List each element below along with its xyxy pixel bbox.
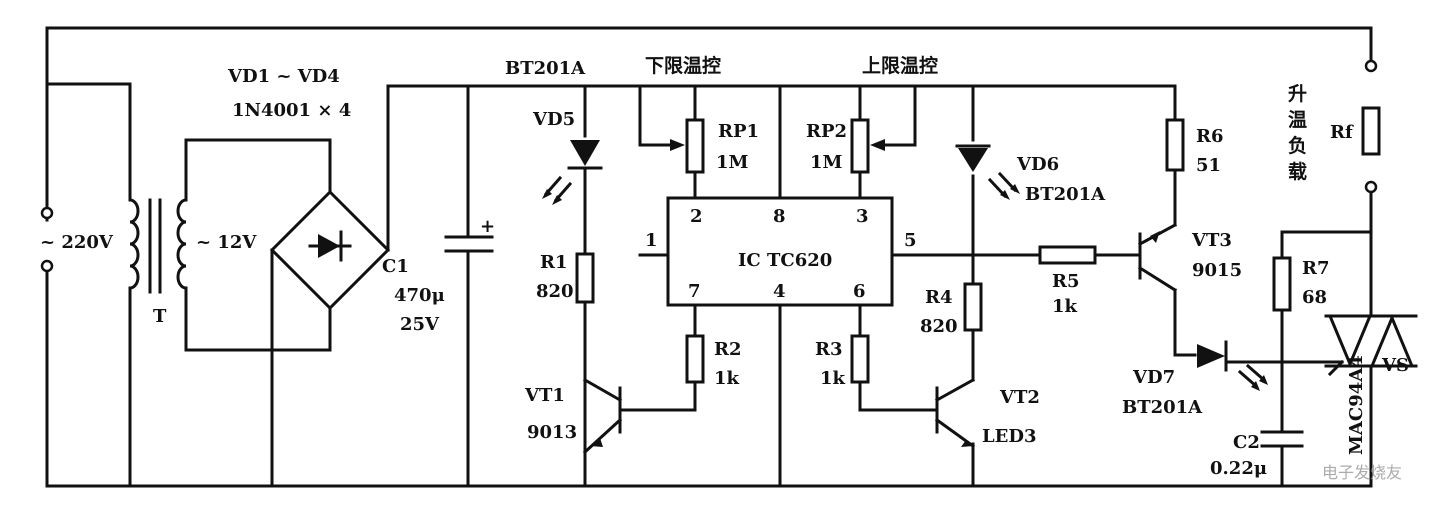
transistor-vt1	[582, 300, 623, 455]
r4-ref-label: R4	[925, 287, 952, 308]
rp2-ref-label: RP2	[806, 121, 847, 142]
r6-ref-label: R6	[1196, 126, 1223, 147]
vd6-ref-label: VD6	[1016, 154, 1059, 175]
vt1-ref-label: VT1	[524, 385, 565, 406]
terminals	[40, 59, 1378, 273]
transistor-vt2	[934, 377, 976, 449]
ac-input-label: ~ 220V	[40, 232, 114, 253]
r3-ref-label: R3	[815, 339, 842, 360]
pin3-label: 3	[856, 206, 869, 227]
vd5-part-label: BT201A	[505, 58, 586, 79]
c2-ref-label: C2	[1233, 432, 1260, 453]
rp1-value-label: 1M	[716, 152, 749, 173]
led-vd7	[1197, 340, 1268, 391]
c1-ref-label: C1	[382, 256, 409, 277]
load-label-char-1: 升	[1288, 83, 1307, 105]
led-vd6	[955, 144, 1020, 200]
upper-limit-label: 上限温控	[862, 54, 938, 77]
rf-label: Rf	[1330, 122, 1354, 143]
pin5-label: 5	[904, 230, 917, 251]
load-label-char-3: 负	[1288, 134, 1307, 157]
vd6-part-label: BT201A	[1025, 184, 1106, 205]
vd5-ref-label: VD5	[532, 109, 575, 130]
r6-value-label: 51	[1196, 155, 1221, 176]
r1-value-label: 820	[536, 281, 574, 302]
vt1-part-label: 9013	[527, 422, 577, 443]
r2-value-label: 1k	[714, 368, 740, 389]
vt3-ref-label: VT3	[1191, 230, 1232, 251]
r7-value-label: 68	[1302, 287, 1327, 308]
bridge-rectifier	[269, 189, 391, 311]
bridge-part-label: 1N4001 × 4	[232, 100, 351, 121]
transformer	[128, 198, 188, 294]
pin2-label: 2	[690, 206, 703, 227]
c1-voltage-label: 25V	[400, 314, 440, 335]
resistor-r1	[575, 252, 595, 304]
vd7-part-label: BT201A	[1122, 397, 1203, 418]
vs-label: VS	[1381, 355, 1409, 376]
r1-ref-label: R1	[540, 252, 567, 273]
resistor-r7	[1272, 256, 1292, 312]
load-label-char-2: 温	[1288, 109, 1307, 131]
potentiometer-rp2	[850, 118, 885, 174]
pin8-label: 8	[773, 206, 786, 227]
c2-value-label: 0.22μ	[1210, 458, 1267, 479]
pin7-label: 7	[688, 281, 701, 302]
transistor-vt3	[1137, 222, 1178, 293]
triac-part-label: MAC94A4	[1346, 355, 1367, 455]
vt2-ref-label: VT2	[999, 387, 1040, 408]
triac-vs	[1324, 314, 1418, 377]
watermark: 电子发烧友	[1322, 463, 1402, 482]
transformer-label: T	[153, 306, 167, 327]
c1-plus-label: +	[480, 216, 495, 237]
resistor-r4	[963, 282, 983, 332]
secondary-label: ~ 12V	[196, 232, 257, 253]
ic-tc620-body	[666, 196, 894, 307]
capacitor-c1	[444, 235, 494, 253]
r2-ref-label: R2	[714, 339, 741, 360]
resistor-r5	[1038, 245, 1097, 265]
r7-ref-label: R7	[1302, 258, 1329, 279]
vd7-ref-label: VD7	[1132, 367, 1175, 388]
potentiometer-rp1	[670, 118, 705, 174]
rp2-value-label: 1M	[810, 152, 843, 173]
r4-value-label: 820	[920, 316, 958, 337]
capacitor-c2	[1260, 430, 1304, 448]
pin1-label: 1	[645, 230, 658, 251]
vt3-part-label: 9015	[1192, 260, 1242, 281]
load-label-char-4: 载	[1288, 160, 1307, 183]
vt2-part-label: LED3	[982, 426, 1037, 447]
resistor-r2	[685, 334, 705, 384]
pin4-label: 4	[773, 281, 786, 302]
ic-label: IC TC620	[738, 250, 832, 271]
r5-ref-label: R5	[1052, 271, 1079, 292]
r5-value-label: 1k	[1052, 296, 1078, 317]
labels: ~ 220V T ~ 12V VD1 ~ VD4 1N4001 × 4 C1 4…	[40, 54, 1409, 482]
bridge-ref-label: VD1 ~ VD4	[227, 66, 340, 87]
resistor-r3	[850, 334, 870, 384]
rp1-ref-label: RP1	[718, 121, 759, 142]
led-vd5	[542, 140, 603, 205]
c1-value-label: 470μ	[394, 285, 445, 306]
lower-limit-label: 下限温控	[645, 54, 721, 77]
resistor-rf	[1361, 106, 1381, 156]
pin6-label: 6	[853, 281, 866, 302]
r3-value-label: 1k	[820, 368, 846, 389]
resistor-r6	[1165, 118, 1185, 172]
